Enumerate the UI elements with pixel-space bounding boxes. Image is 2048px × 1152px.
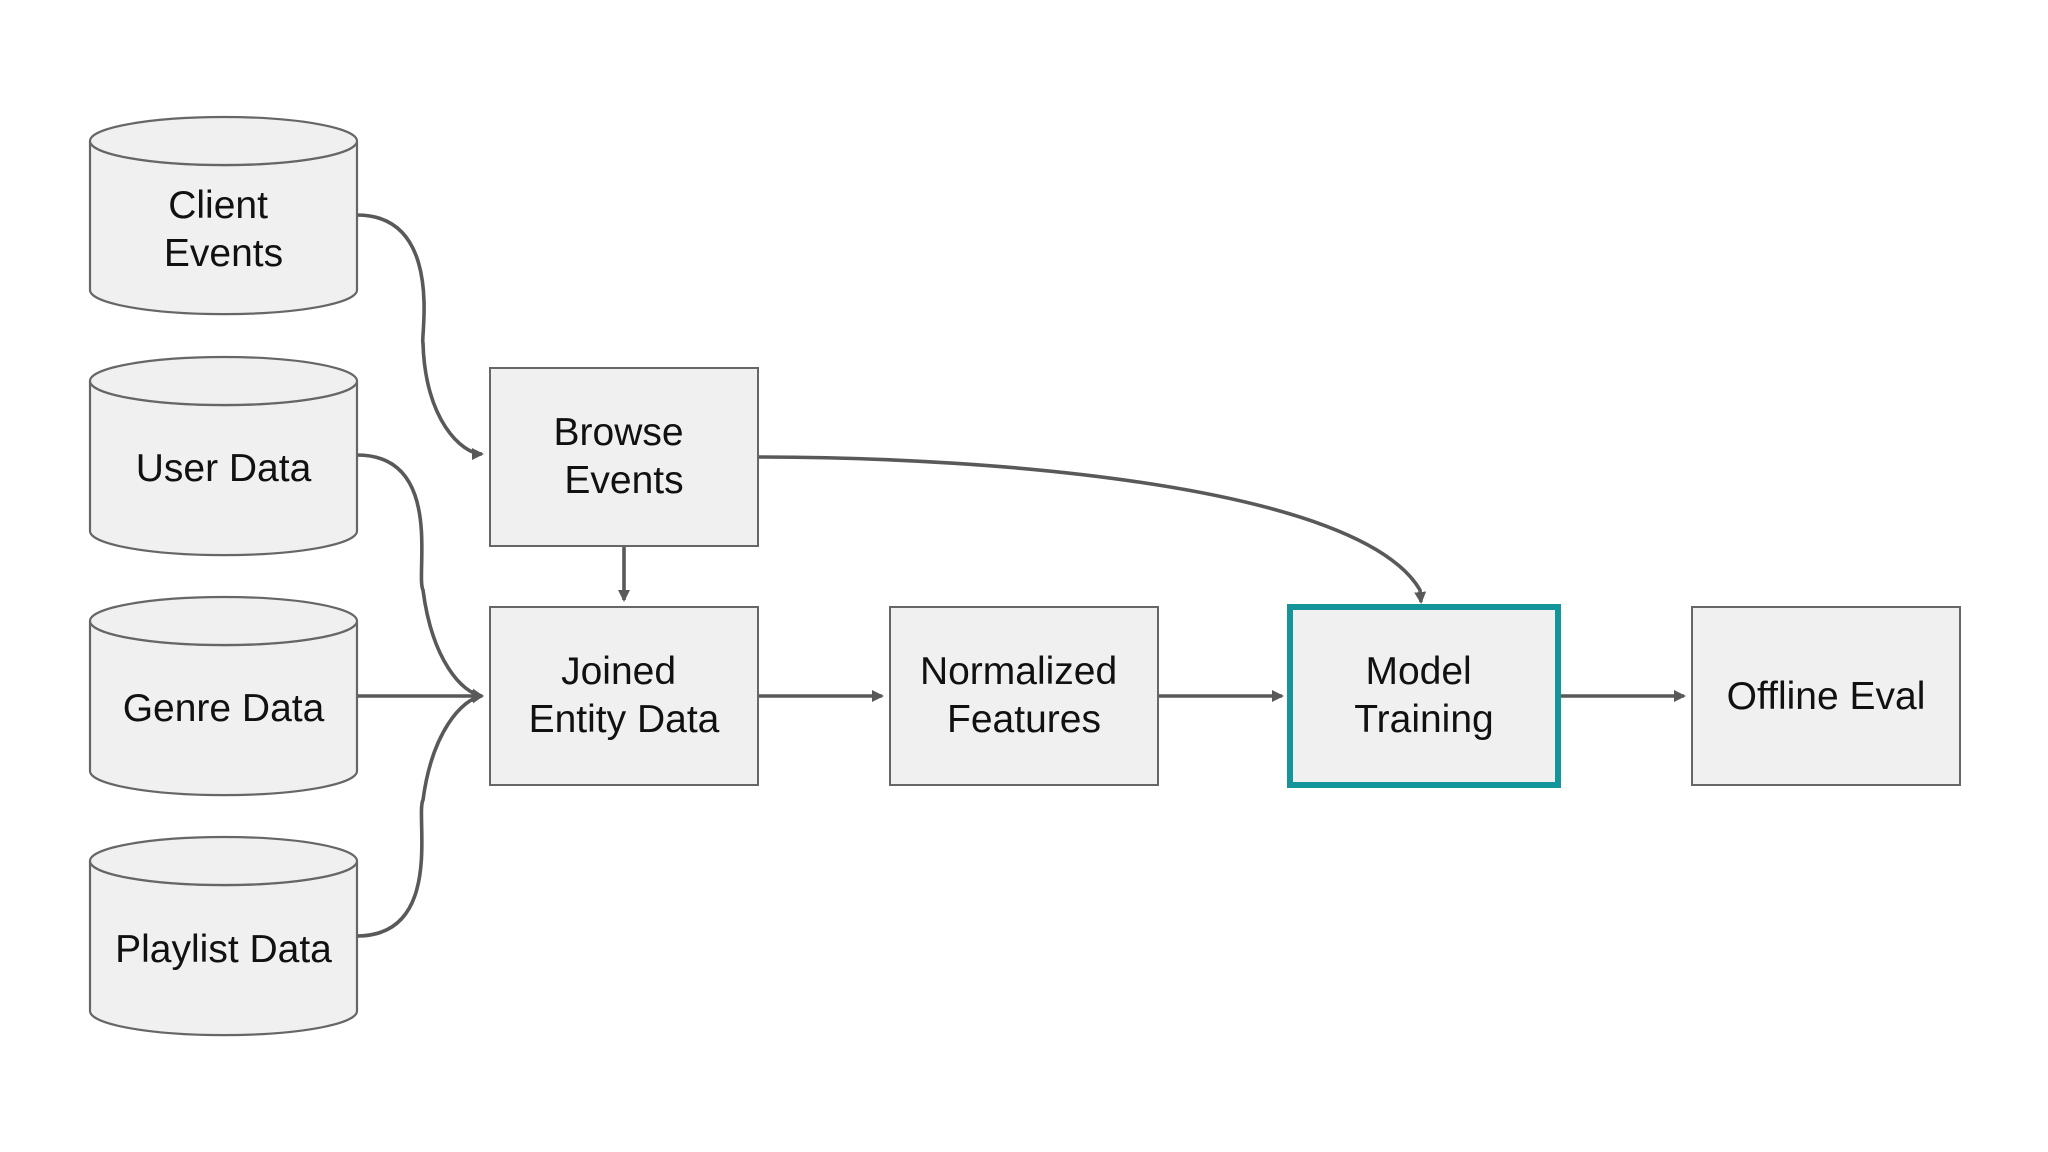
edge-client-events-to-browse-events	[356, 213, 484, 460]
client-events-cylinder	[88, 140, 359, 316]
client-events-label: Client Events	[164, 184, 283, 275]
edge-user-data-to-joined-entity-data	[356, 453, 484, 701]
playlist-data-cylinder-top	[88, 835, 359, 887]
client-events-label-line1: Client	[168, 184, 268, 227]
edge-playlist-data-to-joined-entity-data	[356, 691, 484, 938]
edges	[356, 213, 1686, 938]
joined-entity-data-box	[489, 606, 759, 786]
offline-eval-box	[1691, 606, 1961, 786]
model-training-label: Model Training	[1354, 650, 1493, 741]
normalized-features-box	[889, 606, 1159, 786]
browse-events-label-line2: Events	[564, 459, 683, 502]
genre-data-cylinder-top	[88, 595, 359, 647]
node-genre-data: Genre Data	[88, 595, 359, 797]
browse-events-box	[489, 367, 759, 547]
model-training-label-line2: Training	[1354, 698, 1493, 741]
client-events-label-line2: Events	[164, 232, 283, 275]
offline-eval-label: Offline Eval	[1727, 675, 1926, 718]
node-model-training: Model Training	[1287, 604, 1561, 788]
joined-entity-data-label-line2: Entity Data	[529, 698, 720, 741]
node-browse-events: Browse Events	[489, 367, 759, 547]
node-joined-entity-data: Joined Entity Data	[489, 606, 759, 786]
joined-entity-data-label: Joined Entity Data	[529, 650, 720, 741]
normalized-features-label: Normalized Features	[920, 650, 1128, 741]
node-normalized-features: Normalized Features	[889, 606, 1159, 786]
client-events-cylinder-top	[88, 115, 359, 167]
node-playlist-data: Playlist Data	[88, 835, 359, 1037]
browse-events-label: Browse Events	[554, 411, 695, 502]
joined-entity-data-label-line1: Joined	[561, 650, 676, 693]
node-client-events: Client Events	[88, 115, 359, 316]
normalized-features-label-line2: Features	[947, 698, 1101, 741]
normalized-features-label-line1: Normalized	[920, 650, 1117, 693]
node-user-data: User Data	[88, 355, 359, 557]
node-offline-eval: Offline Eval	[1691, 606, 1961, 786]
user-data-cylinder-top	[88, 355, 359, 407]
model-training-box	[1287, 604, 1561, 788]
model-training-label-line1: Model	[1365, 650, 1471, 693]
playlist-data-label: Playlist Data	[115, 928, 332, 971]
browse-events-label-line1: Browse	[554, 411, 684, 454]
genre-data-label: Genre Data	[123, 687, 325, 730]
edge-browse-events-to-model-training	[757, 455, 1427, 604]
user-data-label: User Data	[136, 447, 312, 490]
